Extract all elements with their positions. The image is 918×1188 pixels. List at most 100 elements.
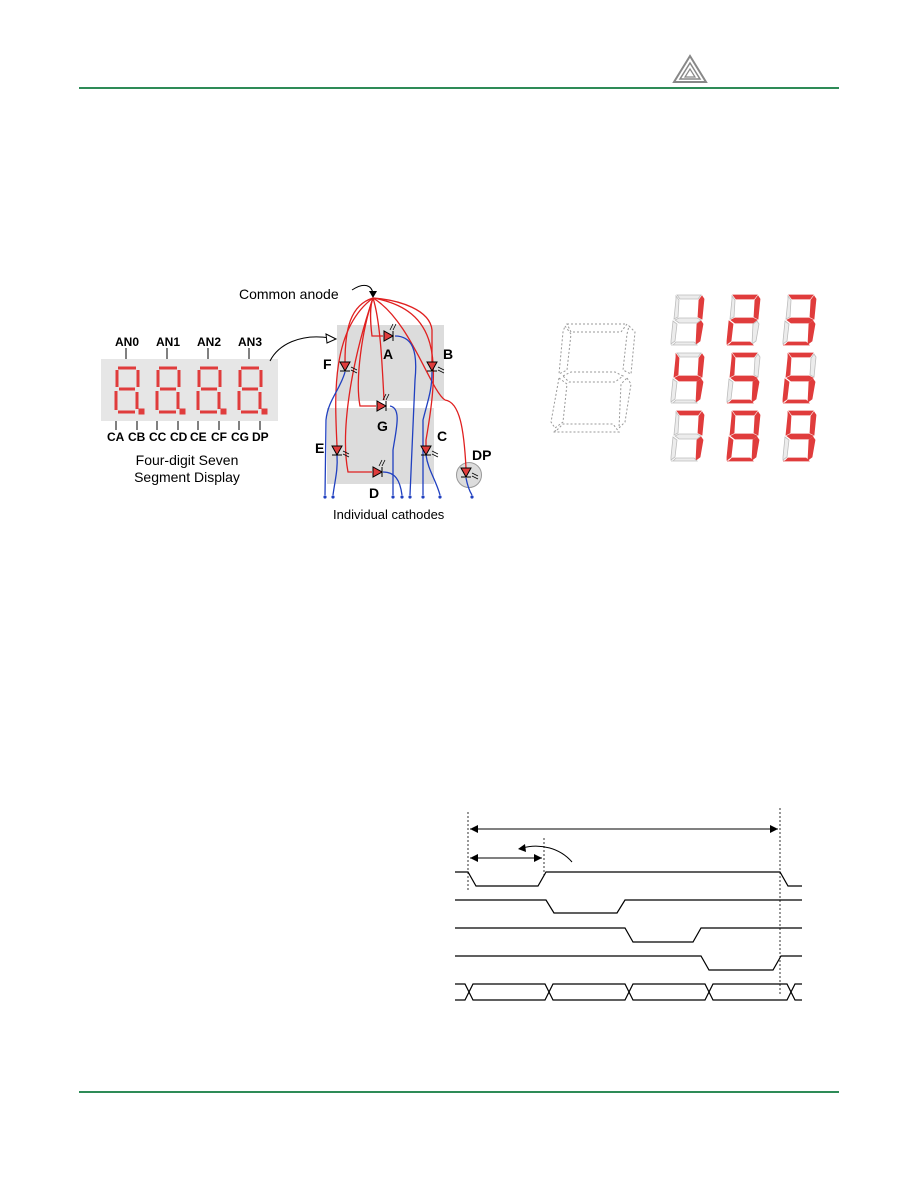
digit-1	[670, 294, 705, 346]
digit-7	[670, 410, 705, 462]
segment-c	[751, 436, 760, 461]
segment-f	[729, 352, 736, 378]
segment-c	[807, 436, 816, 461]
segment-g	[786, 317, 814, 324]
cathodes-caption: Individual cathodes	[333, 507, 445, 522]
segment-b	[697, 295, 705, 320]
segment-d	[727, 399, 754, 404]
cathode-label: CD	[170, 430, 188, 444]
caption-line-2: Segment Display	[134, 469, 240, 485]
segment-g	[786, 375, 814, 382]
caption-line-1: Four-digit Seven	[135, 452, 239, 468]
segment-c	[695, 320, 704, 345]
segment-e	[670, 320, 678, 345]
segment-d	[727, 457, 754, 462]
segment-label-dp: DP	[472, 447, 492, 463]
digit-outline	[550, 323, 636, 433]
display-caption: Four-digit Seven Segment Display	[117, 452, 257, 486]
segment-g	[674, 433, 702, 440]
segment-label-e: E	[315, 440, 325, 456]
triangle-logo-icon	[672, 54, 708, 83]
segment-e	[670, 436, 678, 461]
segment-g	[674, 375, 702, 382]
segment-f	[673, 410, 680, 436]
segment-c	[751, 320, 760, 345]
segment-f	[729, 410, 736, 436]
segment-e	[726, 436, 734, 461]
segment-label-g: G	[377, 418, 388, 434]
segment-g	[674, 317, 702, 324]
digit-3	[782, 294, 817, 346]
digit-2	[726, 294, 761, 346]
segment-c	[751, 378, 760, 403]
segment-a	[676, 294, 702, 300]
segment-d	[671, 399, 698, 404]
segment-d	[783, 457, 810, 462]
segment-label-d: D	[369, 485, 380, 501]
header-rule	[79, 87, 839, 89]
segment-label-b: B	[443, 346, 454, 362]
four-digit-display	[101, 359, 278, 421]
segment-e	[726, 320, 734, 345]
cathode-label: DP	[252, 430, 269, 444]
segment-g	[730, 433, 758, 440]
segment-b	[809, 353, 817, 378]
segment-b	[809, 411, 817, 436]
segment-d	[783, 399, 810, 404]
digits-grid	[670, 294, 817, 462]
cathode-label: CG	[231, 430, 249, 444]
segment-a	[676, 410, 702, 416]
cathode-label: CF	[211, 430, 227, 444]
segment-b	[697, 353, 705, 378]
segment-g	[786, 433, 814, 440]
segment-f	[785, 294, 792, 320]
segment-b	[809, 295, 817, 320]
segment-label-a: A	[383, 346, 394, 362]
segment-label-c: C	[437, 428, 448, 444]
segment-f	[785, 352, 792, 378]
segment-a	[732, 410, 758, 416]
segment-d	[727, 341, 754, 346]
segment-c	[695, 378, 704, 403]
segment-c	[807, 320, 816, 345]
anode-label: AN3	[238, 335, 263, 349]
display-digits	[114, 366, 268, 415]
cathode-label: CC	[149, 430, 167, 444]
segment-b	[697, 411, 705, 436]
segment-g	[730, 375, 758, 382]
digit-5	[726, 352, 761, 404]
segment-a	[732, 352, 758, 358]
dp-circle	[456, 462, 482, 488]
digit-8	[726, 410, 761, 462]
anode-label: AN1	[156, 335, 181, 349]
segment-b	[753, 353, 761, 378]
segment-f	[729, 294, 736, 320]
segment-g	[730, 317, 758, 324]
cathode-label: CE	[190, 430, 207, 444]
segment-c	[695, 436, 704, 461]
segment-d	[783, 341, 810, 346]
common-anode-label: Common anode	[239, 286, 339, 302]
digit-4	[670, 352, 705, 404]
digit-9	[782, 410, 817, 462]
segment-d	[671, 457, 698, 462]
segment-a	[788, 294, 814, 300]
segment-f	[673, 352, 680, 378]
segment-e	[782, 378, 790, 403]
segment-f	[673, 294, 680, 320]
footer-rule	[79, 1091, 839, 1093]
cathode-label: CA	[107, 430, 125, 444]
segment-label-f: F	[323, 356, 332, 372]
segment-b	[753, 295, 761, 320]
segment-e	[670, 378, 678, 403]
segment-d	[671, 341, 698, 346]
segment-e	[726, 378, 734, 403]
segment-b	[753, 411, 761, 436]
segment-c	[807, 378, 816, 403]
segment-a	[676, 352, 702, 358]
